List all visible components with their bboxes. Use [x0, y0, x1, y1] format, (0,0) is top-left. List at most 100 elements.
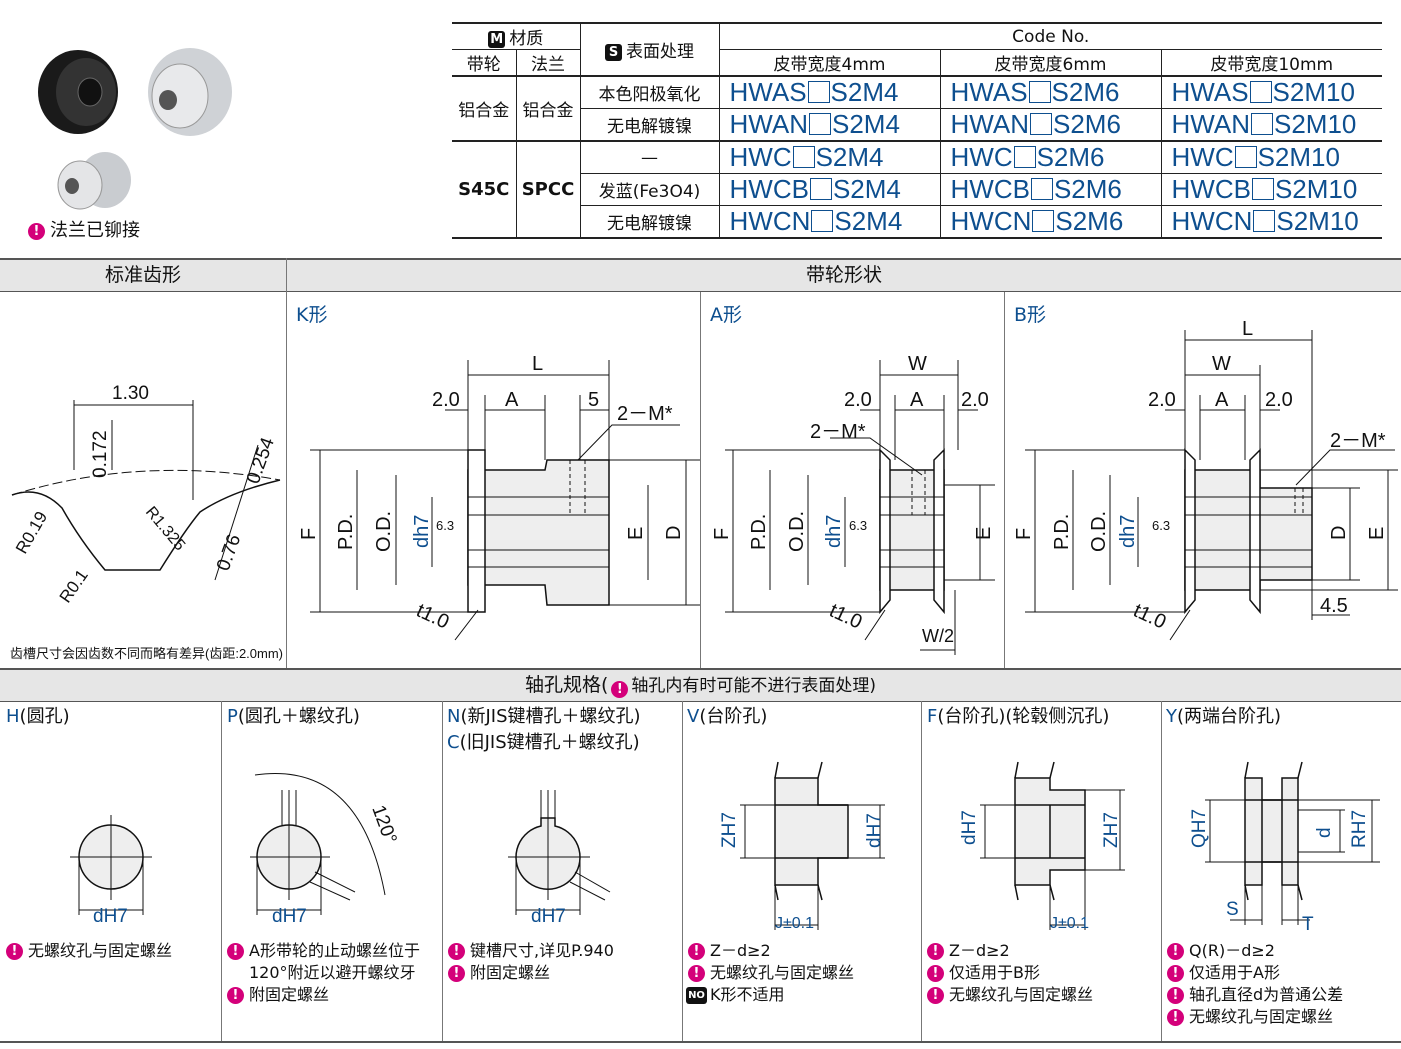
roughness: 6.3 [1152, 518, 1170, 533]
teeth-number-box [1250, 113, 1273, 135]
tooth-profile-drawing: 1.30 0.172 0.254 R0.19 R1.325 0.76 R0.1 … [10, 383, 283, 661]
dim-E: E [625, 527, 647, 540]
exclamation-icon: ! [448, 965, 465, 982]
bore-drawings: dH7 120° dH7 dH7 ZH7 dH7 J±0.1 dH7 ZH7 J… [70, 761, 1380, 935]
dim-d: dH7 [93, 906, 128, 927]
bore-N-drawing: dH7 [508, 790, 611, 927]
bore-type-F: F(台阶孔)(轮毂侧沉孔) [927, 706, 1110, 727]
b-shape-drawing: L W 2.0 A 2.0 2－M* F P.D. O.D. dh7 6.3 D… [1013, 318, 1398, 641]
dim-tap: 2－M* [617, 403, 673, 425]
note: !无螺纹孔与固定螺丝 [686, 962, 920, 984]
product-photos [38, 48, 232, 210]
note: !轴孔直径d为普通公差 [1165, 984, 1399, 1006]
tooth-footnote: 齿槽尺寸会因齿数不同而略有差异(齿距:2.0mm) [10, 646, 283, 661]
divider [1004, 292, 1005, 668]
dim-4-5: 4.5 [1320, 595, 1348, 617]
teeth-number-box [1251, 178, 1274, 200]
dim-OD: O.D. [786, 511, 808, 552]
dim-A: A [1215, 389, 1229, 411]
exclamation-icon: ! [28, 223, 45, 240]
dim-r2: R1.325 [142, 504, 188, 555]
dim-h3: 0.76 [213, 532, 245, 574]
note: !键槽尺寸,详见P.940 [446, 940, 680, 962]
teeth-number-box [1029, 113, 1052, 135]
k-shape-title: K形 [296, 304, 328, 326]
bore-type-V: V(台阶孔) [687, 706, 768, 727]
dim-d: dH7 [531, 906, 566, 927]
bore-F-drawing: dH7 ZH7 J±0.1 [959, 761, 1125, 932]
dim-E: E [973, 527, 995, 540]
surface-cell: 发蓝(Fe3O4) [579, 173, 719, 206]
note: !Z－d≥2 [686, 940, 920, 962]
teeth-number-box [1234, 146, 1257, 168]
dim-tap: 2－M* [810, 421, 866, 443]
notes-H: !无螺纹孔与固定螺丝 [4, 940, 218, 962]
dim-tap: 2－M* [1330, 430, 1386, 452]
note: !Q(R)－d≥2 [1165, 940, 1399, 962]
roughness: 6.3 [849, 518, 867, 533]
exclamation-icon: ! [227, 943, 244, 960]
exclamation-icon: ! [227, 987, 244, 1004]
dim-L: L [1242, 318, 1253, 340]
k-shape-drawing: L 2.0 A 5 2－M* F P.D. O.D. dh7 6.3 E D t… [298, 353, 700, 641]
teeth-number-box [809, 178, 832, 200]
dim-h1: 0.172 [90, 430, 111, 478]
dim-r: RH7 [1349, 810, 1370, 848]
dim-F: F [298, 528, 320, 540]
exclamation-icon: ! [927, 965, 944, 982]
exclamation-icon: ! [927, 943, 944, 960]
dim-q: QH7 [1189, 809, 1210, 848]
dim-pitch: 1.30 [112, 383, 149, 404]
teeth-number-box [807, 81, 830, 103]
dim-OD: O.D. [1088, 511, 1110, 552]
dim-t: T [1302, 914, 1314, 935]
exclamation-icon: ! [6, 943, 23, 960]
divider [921, 701, 922, 1042]
exclamation-icon: ! [1167, 965, 1184, 982]
exclamation-icon: ! [927, 987, 944, 1004]
teeth-number-box [1028, 81, 1051, 103]
dim-OD: O.D. [373, 511, 395, 552]
note: !附固定螺丝 [225, 984, 439, 1006]
divider [442, 701, 443, 1042]
dim-PD: P.D. [1051, 514, 1073, 550]
dim-t: t1.0 [413, 600, 453, 634]
dim-F: F [711, 528, 733, 540]
small-pulley-photo [57, 152, 131, 210]
teeth-number-box [1032, 210, 1055, 232]
roughness: 6.3 [436, 518, 454, 533]
notes-N: !键槽尺寸,详见P.940 !附固定螺丝 [446, 940, 680, 984]
notes-P: !A形带轮的止动螺丝位于120°附近以避开螺纹牙 !附固定螺丝 [225, 940, 439, 1006]
note: !无螺纹孔与固定螺丝 [4, 940, 218, 962]
tooth-profile-header: 标准齿形 [0, 258, 286, 292]
notes-F: !Z－d≥2 !仅适用于B形 !无螺纹孔与固定螺丝 [925, 940, 1159, 1006]
exclamation-icon: ! [1167, 987, 1184, 1004]
dim-s: S [1226, 899, 1239, 920]
photo-note: !法兰已铆接 [26, 220, 1401, 242]
pulley-material: S45C [458, 179, 510, 200]
dim-d: dH7 [959, 810, 980, 845]
note: !Z－d≥2 [925, 940, 1159, 962]
dim-A: A [910, 389, 924, 411]
dim-angle: 120° [367, 803, 400, 847]
dim-j: J±0.1 [775, 915, 814, 932]
surface-cell: 本色阳极氧化 [579, 76, 719, 109]
bore-Y-drawing: QH7 d RH7 S T [1189, 761, 1380, 935]
dim-2-0: 2.0 [432, 389, 460, 411]
